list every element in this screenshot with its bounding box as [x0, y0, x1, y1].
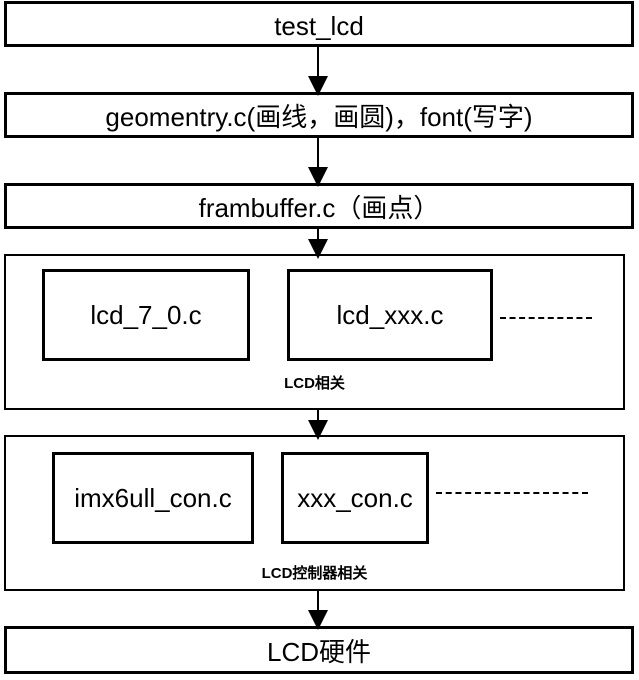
hardware-box: LCD硬件: [4, 626, 634, 674]
controller-group-label: LCD控制器相关: [261, 565, 368, 582]
imx6ull-con-box: imx6ull_con.c: [52, 452, 254, 544]
imx6ull-con-label: imx6ull_con.c: [74, 483, 232, 513]
xxx-con-box: xxx_con.c: [281, 452, 429, 544]
controller-group: imx6ull_con.c xxx_con.c LCD控制器相关: [4, 435, 625, 591]
lcd-7-0-box: lcd_7_0.c: [42, 269, 250, 361]
lcd-group: lcd_7_0.c lcd_xxx.c LCD相关: [4, 254, 625, 410]
framebuffer-label: frambuffer.c（画点）: [198, 193, 440, 223]
lcd-group-label: LCD相关: [284, 375, 345, 392]
framebuffer-box: frambuffer.c（画点）: [4, 183, 634, 229]
test-lcd-box: test_lcd: [4, 1, 634, 47]
xxx-con-label: xxx_con.c: [297, 483, 413, 513]
geometry-box: geomentry.c(画线，画圆)，font(写字): [4, 92, 634, 138]
hardware-label: LCD硬件: [266, 637, 371, 667]
lcd-xxx-label: lcd_xxx.c: [336, 300, 444, 330]
controller-more-dashes: [436, 492, 588, 494]
lcd-more-dashes: [500, 317, 592, 319]
lcd-xxx-box: lcd_xxx.c: [287, 269, 493, 361]
test-lcd-label: test_lcd: [274, 11, 364, 41]
lcd-7-0-label: lcd_7_0.c: [90, 300, 202, 330]
geometry-label: geomentry.c(画线，画圆)，font(写字): [105, 102, 533, 132]
